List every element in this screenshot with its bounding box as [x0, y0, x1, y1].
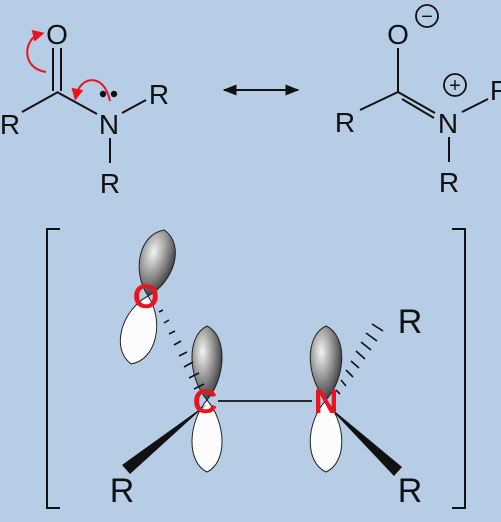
bond-c-n-outer: [397, 91, 436, 114]
hashed-bond-c-o: [158, 309, 205, 390]
bond-c-n-inner: [401, 98, 435, 119]
orbital-carbon-atom: C: [193, 383, 218, 421]
carbon-orbital-upper-lobe: [191, 325, 223, 401]
left-resonance-structure: O N R R R: [0, 19, 169, 199]
carbon-p-orbital: [191, 325, 223, 473]
carbon-orbital-lower-lobe: [191, 399, 223, 473]
oxygen-p-orbital: [119, 229, 176, 365]
nitrogen-atom: N: [99, 109, 119, 140]
nitrogen-atom: N: [438, 108, 458, 139]
orbital-r-top-right: R: [398, 303, 423, 341]
orbital-oxygen-atom: O: [133, 278, 159, 316]
hashed-bond-n-r: [335, 323, 384, 395]
oxygen-atom: O: [46, 19, 68, 50]
bond-r-carbonyl: [21, 91, 59, 113]
nitrogen-orbital-lower-lobe: [309, 399, 343, 473]
r-group-left: R: [335, 107, 355, 138]
bond-n-r-right: [121, 99, 147, 114]
svg-text:−: −: [421, 6, 433, 28]
oxygen-atom: O: [387, 19, 409, 50]
oxygen-orbital-upper-lobe: [138, 229, 176, 297]
left-bracket: [46, 228, 60, 509]
r-group-bottom: R: [100, 168, 120, 199]
wedge-bond-c-r: [122, 404, 207, 474]
right-bracket: [452, 228, 466, 509]
r-group-right: R: [149, 79, 169, 110]
orbital-diagram: O C N R R R: [46, 228, 466, 510]
nitrogen-orbital-upper-lobe: [309, 325, 343, 401]
r-group-right: R: [490, 75, 501, 106]
right-resonance-structure: O − N + R R R: [335, 4, 501, 198]
r-group-left: R: [0, 109, 20, 140]
wedge-bond-n-r: [326, 404, 402, 476]
negative-charge-badge: −: [415, 4, 439, 28]
nitrogen-p-orbital: [309, 325, 343, 473]
curved-arrow-lone-pair-to-bond: [71, 79, 111, 102]
orbital-nitrogen-atom: N: [314, 383, 339, 421]
bond-c-n: [56, 91, 98, 115]
curved-arrow-pi-to-oxygen: [26, 29, 47, 73]
oxygen-orbital-lower-lobe: [119, 295, 158, 365]
bond-n-r-right: [461, 98, 489, 113]
lone-pair-dots: [99, 90, 118, 98]
svg-text:+: +: [449, 75, 461, 97]
bond-r-carbonyl-right: [359, 91, 399, 111]
positive-charge-badge: +: [443, 73, 467, 97]
r-group-bottom: R: [439, 167, 459, 198]
orbital-r-bottom-left: R: [110, 472, 135, 510]
orbital-r-bottom-right: R: [398, 472, 423, 510]
